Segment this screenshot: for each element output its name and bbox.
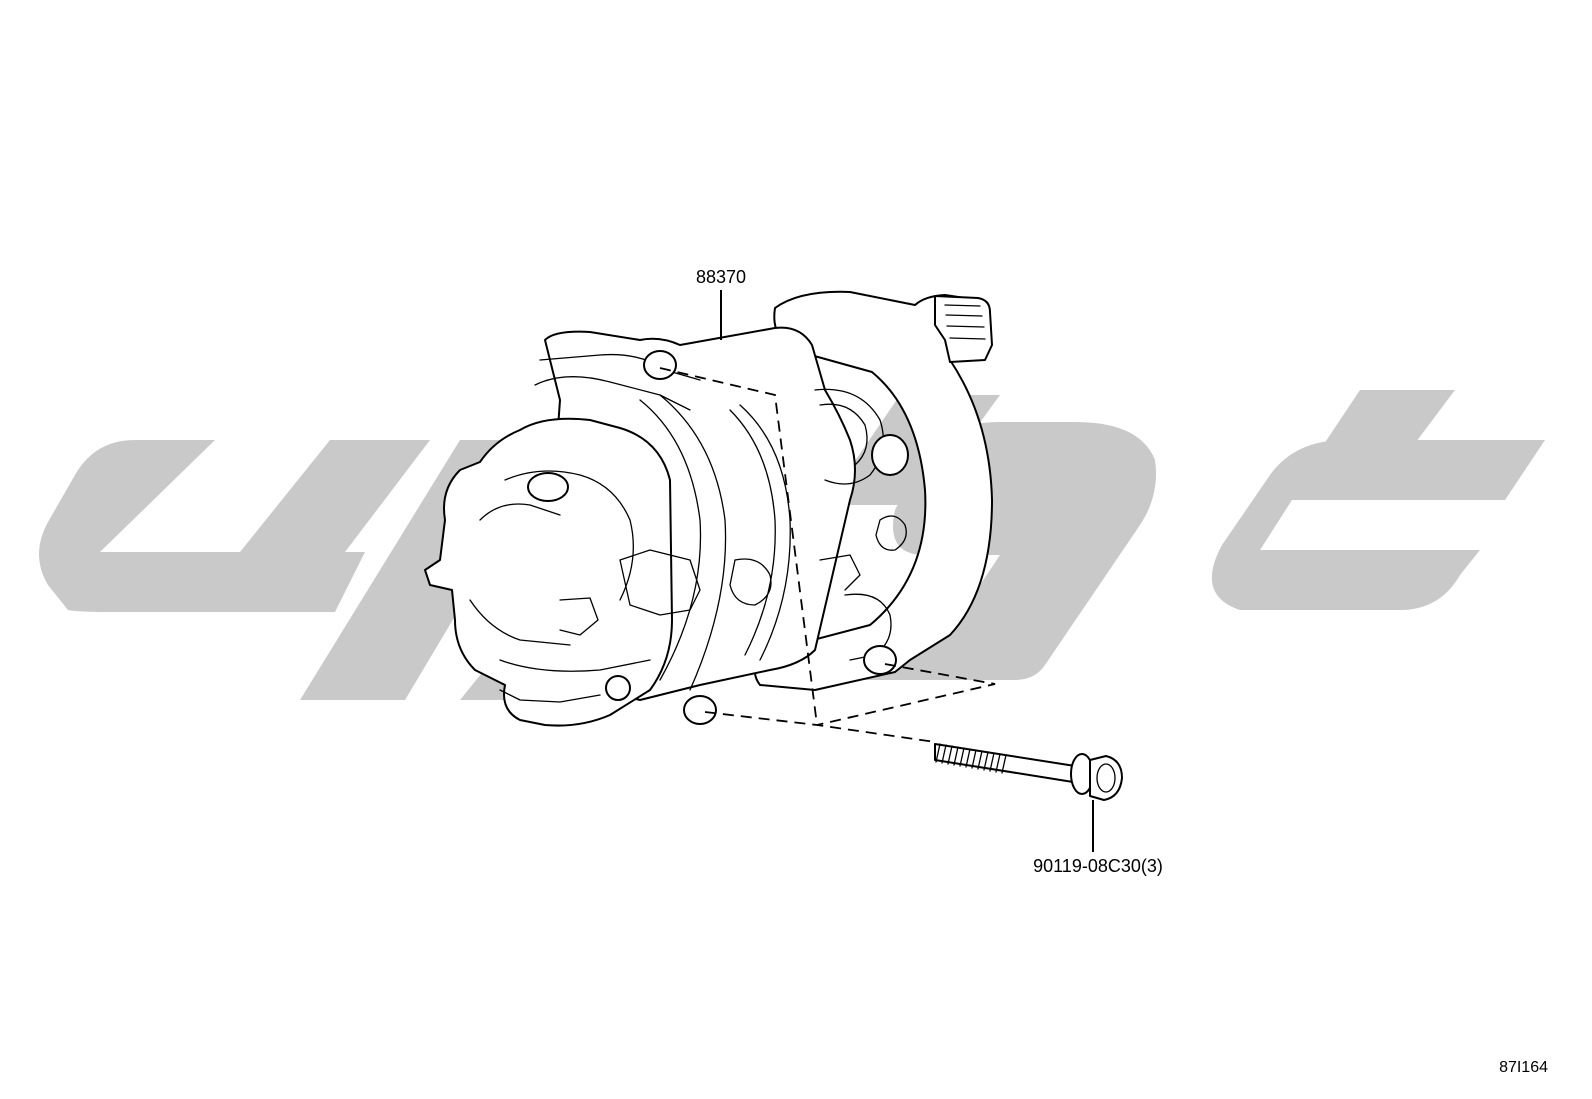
pulley-hub — [527, 472, 569, 502]
compressor-front-housing — [424, 417, 673, 727]
bolt-head — [1089, 755, 1123, 801]
bolt-path-lines — [659, 367, 996, 743]
compressor-connector — [934, 295, 993, 363]
bolt-90119-08c30[interactable] — [934, 743, 1123, 801]
mounting-boss-lower-right — [863, 645, 897, 675]
figure-id: 87I164 — [1499, 1059, 1548, 1076]
mounting-boss-upper — [643, 350, 677, 380]
compressor-assembly[interactable] — [424, 290, 993, 727]
bolt-thread-icon — [935, 743, 1007, 774]
part-label-90119-08c30[interactable]: 90119-08C30(3) — [1033, 856, 1163, 876]
mounting-boss-lower-left — [683, 695, 717, 725]
part-label-88370[interactable]: 88370 — [696, 267, 746, 287]
bolt-shank — [934, 743, 1076, 783]
mounting-boss-front — [605, 675, 631, 701]
rear-port — [871, 434, 909, 476]
compressor-rear-housing — [754, 290, 993, 691]
